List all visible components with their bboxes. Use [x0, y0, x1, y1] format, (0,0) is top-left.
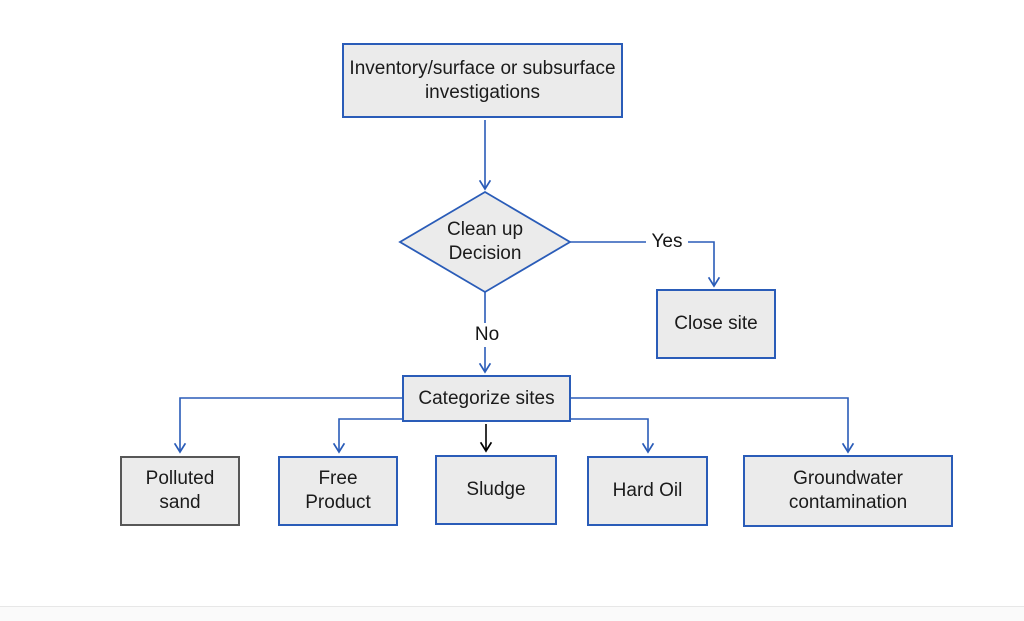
- node-sludge[interactable]: Sludge: [435, 455, 557, 525]
- edge-categorize-to-free-product: [332, 418, 402, 454]
- node-sludge-label: Sludge: [466, 479, 526, 500]
- node-close-site[interactable]: Close site: [656, 289, 776, 359]
- node-categorize-sites[interactable]: Categorize sites: [402, 375, 571, 422]
- decision-diamond-shape[interactable]: [398, 190, 572, 294]
- edge-categorize-to-groundwater: [571, 397, 855, 454]
- node-polluted-sand-label: Polluted sand: [145, 468, 215, 513]
- edge-decision-yes-to-close-site: [570, 241, 721, 288]
- edge-categorize-to-hard-oil: [571, 418, 655, 454]
- page-bottom-strip: [0, 606, 1024, 621]
- node-groundwater-label: Groundwater contamination: [788, 468, 908, 513]
- node-groundwater[interactable]: Groundwater contamination: [743, 455, 953, 527]
- node-categorize-sites-label: Categorize sites: [418, 387, 555, 409]
- node-inventory-label: Inventory/surface or subsurface investig…: [349, 57, 616, 103]
- node-hard-oil[interactable]: Hard Oil: [587, 456, 708, 526]
- edge-label-no: No: [468, 323, 506, 347]
- node-inventory[interactable]: Inventory/surface or subsurface investig…: [342, 43, 623, 118]
- node-close-site-label: Close site: [674, 313, 758, 334]
- edge-categorize-to-polluted-sand: [173, 397, 402, 454]
- edge-label-yes: Yes: [646, 230, 688, 254]
- node-free-product[interactable]: Free Product: [278, 456, 398, 526]
- node-free-product-label: Free Product: [305, 468, 371, 513]
- node-polluted-sand[interactable]: Polluted sand: [120, 456, 240, 526]
- node-hard-oil-label: Hard Oil: [612, 480, 683, 501]
